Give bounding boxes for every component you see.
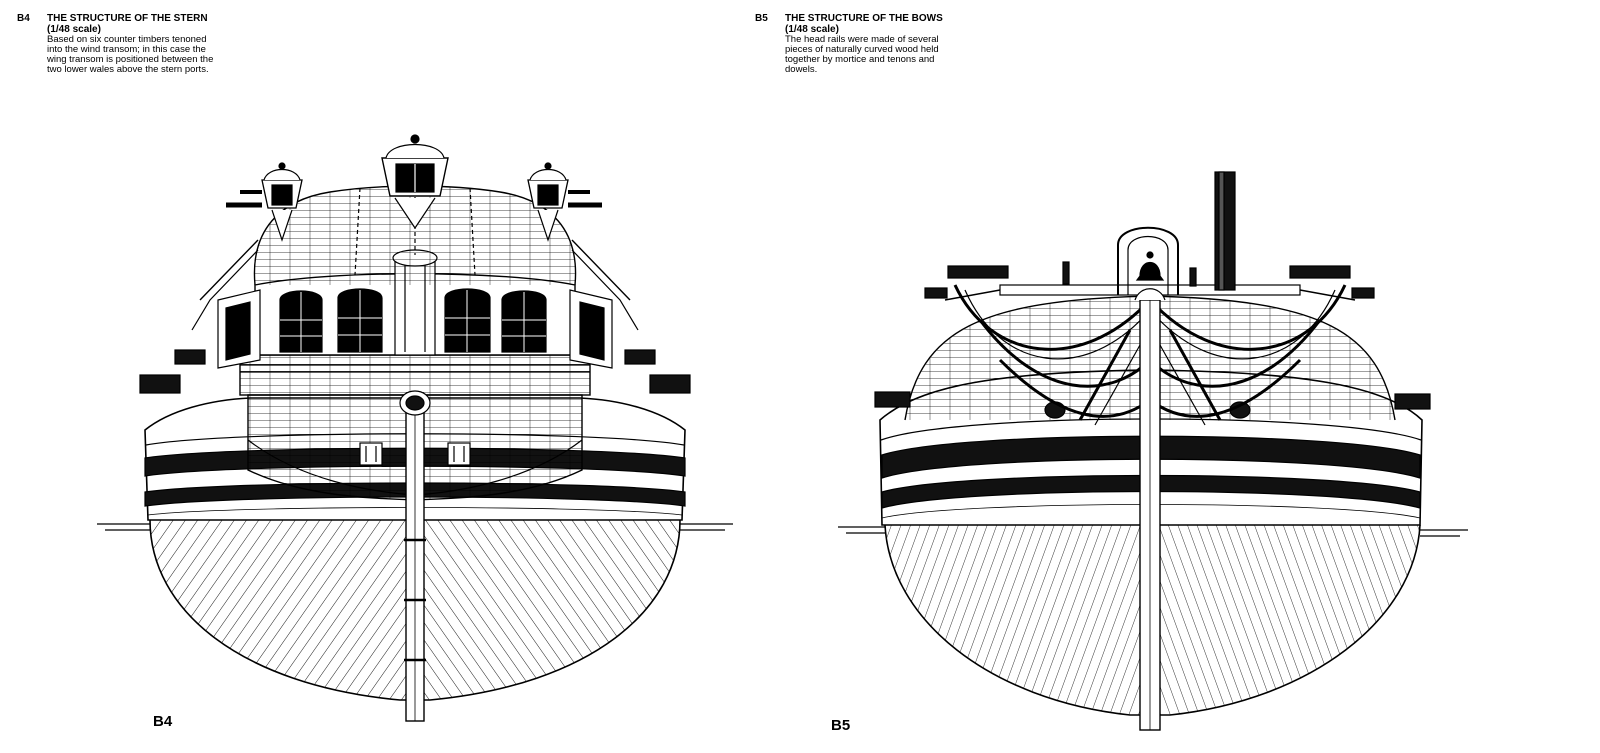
- caption-b5: B5 THE STRUCTURE OF THE BOWS (1/48 scale…: [755, 13, 1015, 75]
- figure-label-b4: B4: [153, 713, 173, 730]
- bow-drawing: [838, 171, 1468, 731]
- stern-drawing: [97, 134, 733, 722]
- caption-description-b4: Based on six counter timbers tenoned int…: [47, 34, 214, 75]
- stern-lantern-icon: [381, 134, 449, 230]
- stern-lantern-icon: [527, 162, 602, 242]
- caption-description-b5: The head rails were made of several piec…: [785, 34, 939, 75]
- figure-code-b4: B4: [17, 13, 30, 24]
- caption-scale-b5: (1/48 scale): [785, 24, 839, 35]
- figure-label-b5: B5: [831, 717, 851, 734]
- caption-b4: B4 THE STRUCTURE OF THE STERN (1/48 scal…: [17, 13, 277, 75]
- caption-title-b5: THE STRUCTURE OF THE BOWS: [785, 13, 943, 24]
- caption-scale-b4: (1/48 scale): [47, 24, 101, 35]
- bell-icon: [1135, 251, 1165, 281]
- caption-title-b4: THE STRUCTURE OF THE STERN: [47, 13, 208, 24]
- stern-lantern-icon: [226, 162, 303, 242]
- figure-code-b5: B5: [755, 13, 768, 24]
